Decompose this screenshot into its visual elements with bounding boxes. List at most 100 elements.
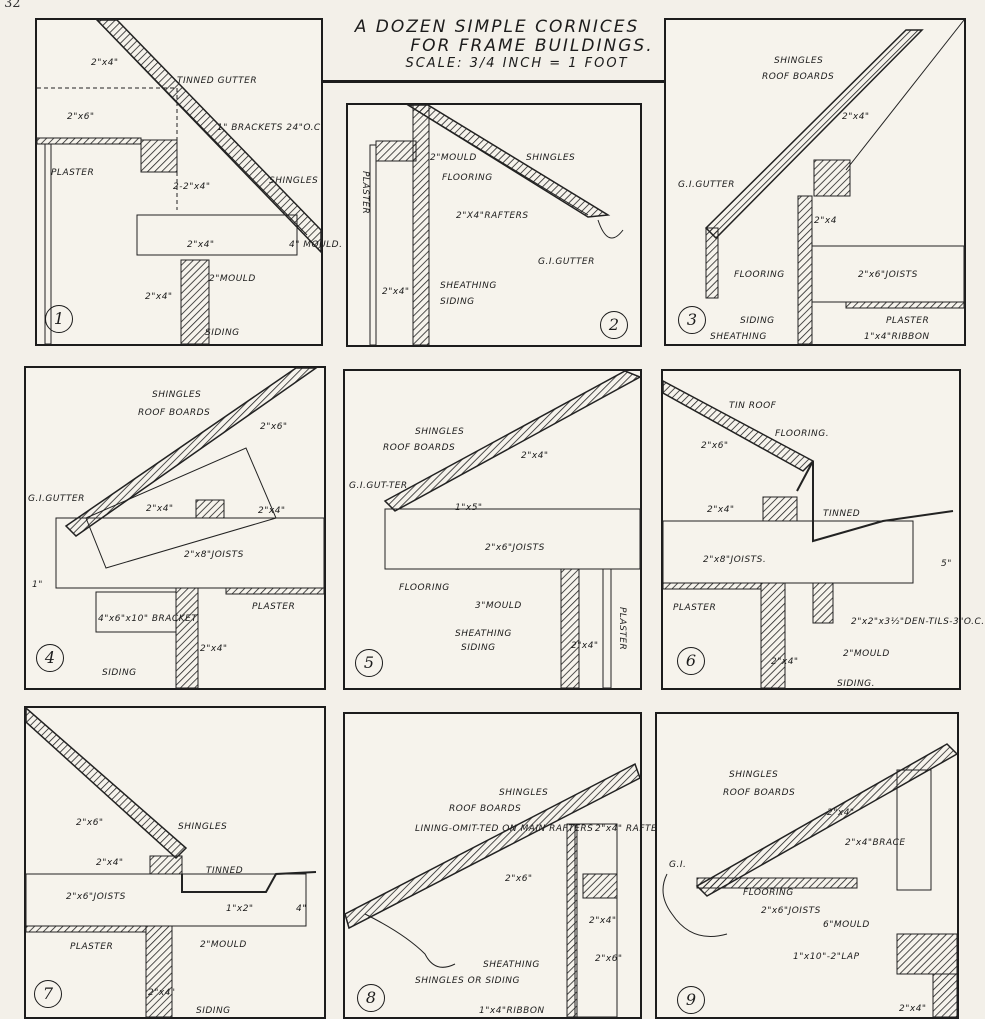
panel-9: SHINGLES ROOF BOARDS 2"x4" 2"x4"BRACE G.… bbox=[655, 712, 959, 1019]
label: SHINGLES bbox=[152, 390, 202, 400]
label: FLOORING. bbox=[775, 429, 830, 439]
cornice-drawing-2 bbox=[369, 104, 624, 346]
label: G.I. bbox=[669, 860, 687, 870]
label: SIDING. bbox=[837, 679, 876, 689]
panel-5: SHINGLES ROOF BOARDS 2"x4" G.I.GUT-TER 1… bbox=[343, 369, 642, 690]
label: TIN ROOF bbox=[729, 401, 777, 411]
label: G.I.GUTTER bbox=[538, 257, 595, 267]
cornice-drawing-1 bbox=[36, 19, 322, 345]
label: 2"MOULD bbox=[200, 940, 247, 950]
page-number: 32 bbox=[4, 0, 21, 11]
label: PLASTER bbox=[252, 602, 296, 612]
label: SHINGLES bbox=[178, 822, 228, 832]
label: 2"MOULD bbox=[843, 649, 890, 659]
label: SHINGLES bbox=[774, 56, 824, 66]
label: 1"x2" bbox=[226, 904, 254, 914]
panel-3: SHINGLES ROOF BOARDS 2"x4" G.I.GUTTER 2"… bbox=[664, 18, 966, 346]
label: 6"MOULD bbox=[823, 920, 870, 930]
label: 4" MOULD. bbox=[289, 240, 343, 250]
cornice-drawing-9 bbox=[662, 743, 959, 1018]
label: 2"x6"JOISTS bbox=[761, 906, 821, 916]
panel-8: SHINGLES ROOF BOARDS LINING-OMIT-TED ON … bbox=[343, 712, 663, 1019]
label: 2"x6"JOISTS bbox=[66, 892, 126, 902]
label: SHINGLES bbox=[499, 788, 549, 798]
label: 2"x4" bbox=[91, 58, 119, 68]
label: SHINGLES bbox=[269, 176, 319, 186]
label: 1"x5" bbox=[455, 503, 483, 513]
label: 2"MOULD bbox=[430, 153, 477, 163]
label: 2"x8"JOISTS bbox=[184, 550, 244, 560]
label: 2"x6" bbox=[260, 422, 288, 432]
label: 2"x6"JOISTS bbox=[858, 270, 918, 280]
cornice-drawing-8 bbox=[344, 762, 641, 1018]
label: ROOF BOARDS bbox=[138, 408, 211, 418]
label: G.I.GUTTER bbox=[28, 494, 85, 504]
label: 3"MOULD bbox=[475, 601, 522, 611]
panel-7: 2"x6" SHINGLES 2"x4" TINNED 2"x6"JOISTS … bbox=[24, 706, 326, 1019]
panel-1: 2"x4" TINNED GUTTER 2"x6" 1" BRACKETS 24… bbox=[35, 18, 342, 346]
label: SHINGLES bbox=[729, 770, 779, 780]
title-line-2: FOR FRAME BUILDINGS. bbox=[410, 36, 654, 56]
label: 2"MOULD bbox=[209, 274, 256, 284]
label: 2"x6" bbox=[595, 954, 623, 964]
label: SIDING bbox=[740, 316, 775, 326]
label: SHINGLES OR SIDING bbox=[415, 976, 520, 986]
panel-6: TIN ROOF FLOORING. 2"x6" 2"x4" TINNED 2"… bbox=[661, 369, 984, 690]
label: 2"x4" bbox=[521, 451, 549, 461]
label: 2"x6" bbox=[505, 874, 533, 884]
panel-number: 2 bbox=[600, 311, 628, 339]
panel-number: 3 bbox=[678, 306, 706, 334]
label: 2"x4" bbox=[200, 644, 228, 654]
panel-number: 8 bbox=[357, 984, 385, 1012]
label: 4" bbox=[296, 904, 307, 914]
label: 1"x10"-2"LAP bbox=[793, 952, 860, 962]
label: 1"x4"RIBBON bbox=[864, 332, 930, 342]
label: 5" bbox=[941, 559, 952, 569]
label: 2"x4" bbox=[96, 858, 124, 868]
label: 2"x4" bbox=[771, 657, 799, 667]
label: 2"x4" bbox=[589, 916, 617, 926]
label: TINNED GUTTER bbox=[177, 76, 258, 86]
label: SHEATHING bbox=[483, 960, 540, 970]
title-line-1: A DOZEN SIMPLE CORNICES bbox=[354, 17, 640, 37]
label: 2"x4" bbox=[382, 287, 410, 297]
label: FLOORING bbox=[442, 173, 493, 183]
label: 2"x4" bbox=[827, 808, 855, 818]
panel-2: 2"MOULD SHINGLES PLASTER FLOORING 2"X4"R… bbox=[346, 103, 642, 347]
label: 2"X4"RAFTERS bbox=[456, 211, 529, 221]
label: ROOF BOARDS bbox=[449, 804, 522, 814]
label: SIDING bbox=[461, 643, 496, 653]
label: TINNED bbox=[823, 509, 861, 519]
panel-number: 9 bbox=[677, 986, 705, 1014]
label: 2"x4" bbox=[146, 504, 174, 514]
label: 1"x4"RIBBON bbox=[479, 1006, 545, 1016]
panel-number: 1 bbox=[45, 305, 73, 333]
label: SHEATHING bbox=[455, 629, 512, 639]
label: 2"x6"JOISTS bbox=[485, 543, 545, 553]
label: 1" BRACKETS 24"O.C. bbox=[217, 123, 325, 133]
label: PLASTER bbox=[617, 607, 627, 651]
label: 2"x4"BRACE bbox=[845, 838, 906, 848]
label: 4"x6"x10" BRACKET bbox=[98, 614, 198, 624]
label: 2"x6" bbox=[67, 112, 95, 122]
label: ROOF BOARDS bbox=[762, 72, 835, 82]
cornice-drawing-7 bbox=[25, 706, 317, 1018]
label: SIDING bbox=[205, 328, 240, 338]
cornice-drawing-4 bbox=[55, 367, 325, 689]
label: SIDING bbox=[440, 297, 475, 307]
panel-4: SHINGLES ROOF BOARDS 2"x6" G.I.GUTTER 2"… bbox=[24, 366, 326, 690]
label: SHINGLES bbox=[526, 153, 576, 163]
panel-number: 6 bbox=[677, 647, 705, 675]
label: FLOORING bbox=[399, 583, 450, 593]
label: 2"x4" RAFTER bbox=[595, 824, 664, 834]
label: ROOF BOARDS bbox=[723, 788, 796, 798]
label: 2"x4" bbox=[187, 240, 215, 250]
label: 1" bbox=[32, 580, 43, 590]
cornice-drawing-6 bbox=[662, 379, 954, 689]
label: 2"x4" bbox=[258, 506, 286, 516]
panel-number: 5 bbox=[355, 649, 383, 677]
label: 2"x8"JOISTS. bbox=[703, 555, 767, 565]
label: 2"x2"x3½"DEN-TILS-3"O.C. bbox=[851, 617, 985, 627]
label: 2"x6" bbox=[701, 441, 729, 451]
